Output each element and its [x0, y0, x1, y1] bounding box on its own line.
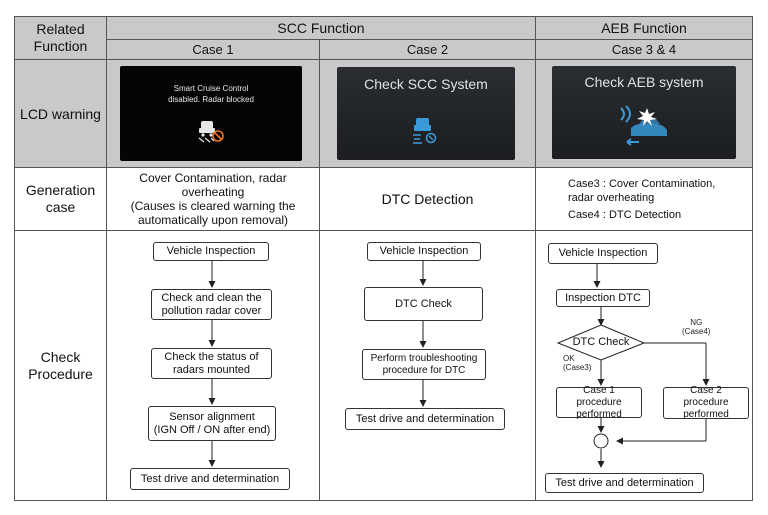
flow2-vehicle-inspection: Vehicle Inspection: [367, 242, 481, 261]
flow2-step4-label: Test drive and determination: [355, 412, 495, 425]
flow2-step1-label: Vehicle Inspection: [379, 245, 469, 257]
flow3-case1-procedure: Case 1 procedure performed: [556, 384, 642, 420]
header-related-function-label: Related Function: [33, 21, 88, 54]
flow3-vehicle-inspection: Vehicle Inspection: [548, 243, 658, 264]
header-scc-function-label: SCC Function: [277, 20, 365, 36]
generation-case1-line3: automatically upon removal): [137, 213, 289, 227]
flow3-case2-line1: Case 2 procedure: [683, 385, 729, 408]
flow1-step3-line1: Check the status of: [164, 350, 259, 363]
generation-case2-text: DTC Detection: [381, 191, 474, 207]
flow1-step5-label: Test drive and determination: [140, 472, 280, 485]
flow2-dtc-check: DTC Check: [364, 287, 483, 321]
scc-warning-icon: [413, 118, 437, 144]
row-lcd-warning-label: LCD warning: [20, 105, 101, 122]
flow3-ok-line2: (Case3): [563, 363, 592, 372]
flow1-test-drive: Test drive and determination: [130, 468, 290, 490]
procedure-case34-cell: [535, 230, 753, 501]
generation-case34-line2: radar overheating: [568, 191, 655, 204]
flow3-final-label: Test drive and determination: [555, 476, 694, 489]
flow2-test-drive: Test drive and determination: [345, 408, 505, 430]
generation-case1-cell: Cover Contamination, radar overheating (…: [106, 167, 320, 231]
header-case2-label: Case 2: [406, 41, 449, 57]
flow1-step2-line2: pollution radar cover: [161, 304, 262, 317]
flow1-check-clean-cover: Check and clean the pollution radar cove…: [151, 289, 272, 320]
flow3-ng-label: NG (Case4): [682, 318, 710, 336]
flow3-case2-line2: performed: [683, 409, 729, 420]
header-case1-label: Case 1: [192, 41, 234, 57]
flow3-case1-line2: performed: [576, 408, 622, 420]
lcd-case1-line1: Smart Cruise Control: [173, 84, 249, 93]
flow3-ng-line1: NG: [690, 318, 703, 327]
lcd-screen-case34: Check AEB system: [552, 66, 736, 159]
flow3-case2-procedure: Case 2 procedure performed: [663, 385, 749, 420]
flow2-troubleshooting: Perform troubleshooting procedure for DT…: [362, 349, 486, 380]
header-case1: Case 1: [106, 39, 320, 60]
header-case34-label: Case 3 & 4: [611, 41, 677, 57]
lcd-case2-text: Check SCC System: [364, 76, 488, 92]
flow1-check-radar-status: Check the status of radars mounted: [151, 348, 272, 379]
flow3-ok-line1: OK: [563, 354, 575, 363]
flow3-step2-label: Inspection DTC: [565, 291, 641, 304]
radar-blocked-icon: [198, 121, 224, 143]
aeb-warning-icon: [620, 105, 667, 146]
flow1-step2-line1: Check and clean the: [161, 291, 262, 304]
generation-case34-line3: Case4 : DTC Detection: [568, 208, 682, 221]
flow2-step3-line1: Perform troubleshooting: [370, 352, 478, 364]
lcd-screen-case1: Smart Cruise Control disabled. Radar blo…: [120, 66, 302, 161]
flow3-ng-line2: (Case4): [682, 327, 711, 336]
flow3-decision-label: DTC Check: [566, 336, 636, 349]
row-check-procedure-label: Check Procedure: [28, 348, 93, 382]
lcd-screen-case2: Check SCC System: [337, 67, 515, 160]
header-aeb-function-label: AEB Function: [601, 20, 687, 36]
flow1-vehicle-inspection: Vehicle Inspection: [153, 242, 269, 261]
flow3-test-drive: Test drive and determination: [545, 473, 704, 493]
flow3-decision-text: DTC Check: [572, 336, 630, 348]
flow1-step4-line1: Sensor alignment: [169, 410, 255, 423]
row-generation-case-label: Generation case: [25, 182, 96, 215]
lcd-case1-line2: disabled. Radar blocked: [168, 95, 254, 104]
lcd-case34-text: Check AEB system: [584, 74, 704, 90]
generation-case1-line2: (Causes is cleared warning the: [130, 199, 296, 213]
flow1-sensor-alignment: Sensor alignment (IGN Off / ON after end…: [148, 406, 276, 441]
generation-case1-line1: Cover Contamination, radar overheating: [139, 171, 287, 199]
row-lcd-warning: LCD warning: [14, 59, 107, 168]
flow3-ok-label: OK (Case3): [563, 354, 591, 372]
flow3-step1-label: Vehicle Inspection: [558, 247, 648, 259]
flow1-step3-line2: radars mounted: [172, 363, 251, 376]
flow1-step4-line2: (IGN Off / ON after end): [153, 423, 271, 436]
flow3-inspection-dtc: Inspection DTC: [556, 289, 650, 307]
header-case34: Case 3 & 4: [535, 39, 753, 60]
header-related-function: Related Function: [14, 16, 107, 60]
flow1-step1-label: Vehicle Inspection: [166, 245, 256, 257]
flow2-step3-line2: procedure for DTC: [382, 364, 466, 376]
flow2-step2-label: DTC Check: [395, 297, 452, 310]
flow3-case1-line1: Case 1 procedure: [576, 384, 622, 408]
generation-case34-line1: Case3 : Cover Contamination,: [568, 177, 716, 190]
